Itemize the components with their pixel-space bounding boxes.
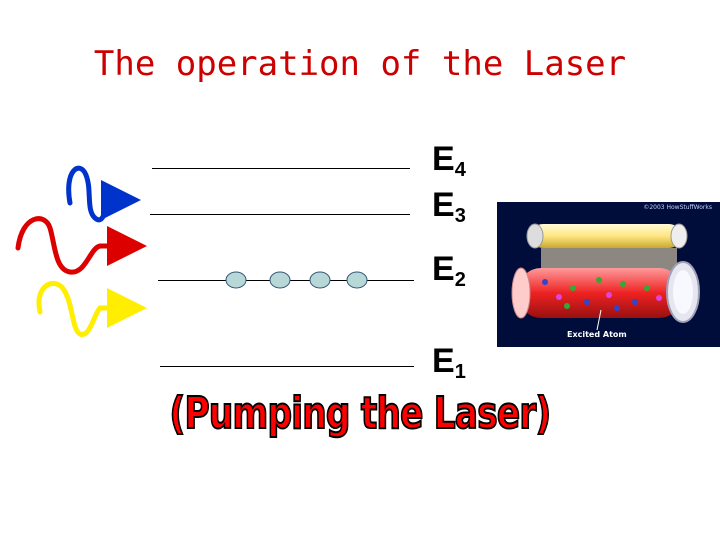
- energy-level-line-e1: [160, 366, 414, 367]
- photon-blue-wave: [66, 165, 141, 223]
- energy-label-e4: E4: [432, 140, 466, 181]
- laser-tube-graphic: [511, 223, 700, 331]
- excited-atom-label: Excited Atom: [567, 330, 627, 339]
- copyright-text: ©2003 HowStuffWorks: [643, 204, 712, 211]
- photon-yellow-wave: [36, 281, 147, 337]
- energy-label-e3: E3: [432, 186, 466, 227]
- photon-red-wave: [15, 216, 147, 275]
- energy-label-e2: E2: [432, 250, 466, 291]
- energy-level-line-e3: [150, 214, 410, 215]
- atom-1: [225, 271, 247, 289]
- atom-2: [269, 271, 291, 289]
- atom-3: [309, 271, 331, 289]
- pumping-caption: (Pumping the Laser): [169, 387, 552, 440]
- atom-4: [346, 271, 368, 289]
- laser-illustration: ©2003 HowStuffWorks Excited Atom: [497, 202, 720, 347]
- energy-level-line-e4: [152, 168, 410, 169]
- energy-label-e1: E1: [432, 342, 466, 383]
- slide-title: The operation of the Laser: [93, 44, 627, 84]
